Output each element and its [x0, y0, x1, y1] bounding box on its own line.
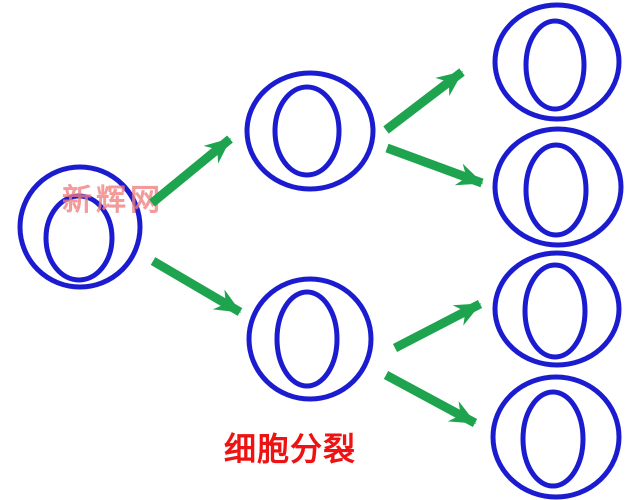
cell-membrane — [17, 164, 143, 290]
cell-granddaughter-1 — [492, 2, 622, 122]
cell-membrane — [492, 126, 624, 248]
diagram-title: 细胞分裂 — [224, 430, 356, 468]
cell-nucleus — [272, 84, 342, 178]
cell-parent — [17, 164, 143, 290]
cell-nucleus — [274, 289, 340, 389]
division-arrow-parent-to-daughter-bottom — [150, 257, 243, 316]
cell-membrane — [492, 2, 622, 122]
cell-membrane — [490, 374, 622, 500]
cell-nucleus — [522, 262, 588, 360]
division-arrow-daughter-bottom-to-granddaughter-3 — [392, 300, 483, 352]
watermark-text: 新辉网 — [62, 183, 164, 218]
cell-nucleus — [43, 193, 115, 283]
cells-layer — [17, 2, 624, 500]
cell-granddaughter-2 — [492, 126, 624, 248]
division-arrow-parent-to-daughter-top — [149, 135, 233, 207]
cell-membrane — [492, 250, 622, 368]
cell-membrane — [244, 70, 376, 192]
cell-daughter-bottom — [246, 276, 374, 402]
division-arrow-daughter-bottom-to-granddaughter-4 — [383, 371, 478, 427]
cell-nucleus — [520, 389, 586, 489]
cell-nucleus — [523, 142, 589, 238]
arrows-layer — [149, 68, 484, 427]
division-arrow-daughter-top-to-granddaughter-2 — [385, 143, 484, 188]
cell-granddaughter-4 — [490, 374, 622, 500]
division-arrow-daughter-top-to-granddaughter-1 — [383, 68, 465, 134]
cell-membrane — [246, 276, 374, 402]
cell-granddaughter-3 — [492, 250, 622, 368]
cell-daughter-top — [244, 70, 376, 192]
cell-nucleus — [523, 18, 587, 112]
